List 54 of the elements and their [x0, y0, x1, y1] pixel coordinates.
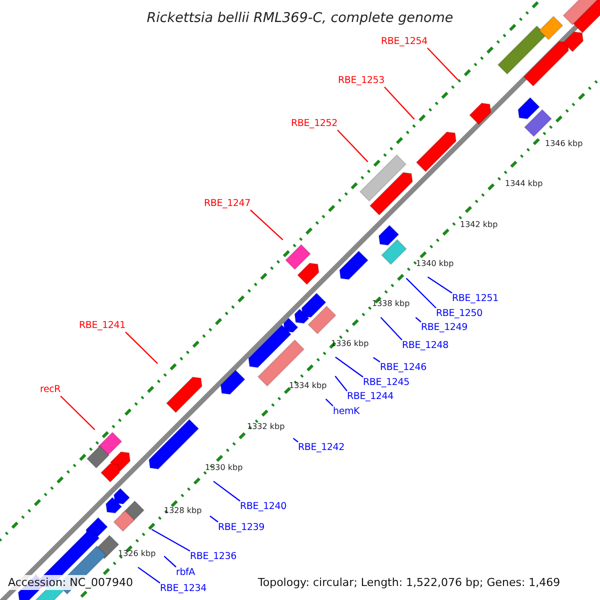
- position-label: 1342 kbp: [460, 220, 498, 230]
- leader-line: [125, 332, 158, 364]
- gene-label: RBE_1247: [204, 198, 250, 210]
- leader-line: [337, 130, 368, 162]
- gene-label: RBE_1250: [436, 308, 482, 320]
- gene-label: RBE_1254: [381, 36, 428, 48]
- leader-line: [406, 278, 436, 308]
- leader-line: [384, 86, 415, 120]
- genome-summary: Topology: circular; Length: 1,522,076 bp; Genes: 1,469: [258, 575, 560, 590]
- accession-label: Accession: NC_007940: [8, 575, 134, 590]
- leader-line: [292, 438, 298, 442]
- gene-label: RBE_1239: [218, 522, 264, 534]
- leader-line: [213, 480, 240, 502]
- gene-label: RBE_1246: [380, 362, 426, 374]
- gene-label: RBE_1253: [338, 75, 384, 87]
- gene-label: recR: [40, 384, 61, 396]
- gene-label: hemK: [333, 406, 360, 418]
- position-label: 1334 kbp: [289, 381, 327, 391]
- leader-line: [325, 398, 334, 406]
- position-label: 1338 kbp: [372, 299, 410, 309]
- gene-label: RBE_1245: [363, 377, 410, 389]
- leader-line: [60, 396, 96, 430]
- leader-line: [334, 376, 348, 392]
- position-label: 1344 kbp: [505, 179, 543, 189]
- leader-line: [415, 316, 422, 322]
- position-label: 1346 kbp: [545, 139, 583, 149]
- leader-line: [210, 516, 218, 522]
- position-label: 1328 kbp: [164, 506, 202, 516]
- leader-line: [250, 210, 284, 240]
- gene-label: RBE_1251: [452, 293, 498, 305]
- map-title: Rickettsia bellii RML369-C, complete genome: [146, 10, 454, 26]
- position-label: 1332 kbp: [247, 422, 285, 432]
- leader-line: [427, 48, 458, 80]
- leader-line: [164, 556, 176, 568]
- leader-line: [373, 357, 380, 362]
- position-label: 1326 kbp: [118, 549, 156, 559]
- position-label: 1336 kbp: [331, 339, 369, 349]
- leader-line: [335, 356, 364, 378]
- gene-label: RBE_1244: [347, 391, 394, 403]
- gene-label: RBE_1241: [79, 320, 126, 332]
- leader-line: [427, 276, 452, 294]
- gene-label: rbfA: [176, 567, 195, 579]
- position-label: 1340 kbp: [416, 259, 454, 269]
- position-label: 1330 kbp: [205, 463, 243, 473]
- gene-label: RBE_1249: [421, 322, 468, 334]
- leader-line: [138, 566, 160, 584]
- gene-label: RBE_1240: [240, 501, 286, 513]
- gene-label: RBE_1242: [298, 442, 344, 454]
- gene-label: RBE_1248: [402, 340, 448, 352]
- gene-label: RBE_1252: [291, 118, 338, 130]
- leader-line: [380, 316, 402, 340]
- gene-label: RBE_1236: [190, 551, 236, 563]
- gene-label: RBE_1234: [160, 583, 206, 595]
- leader-line: [151, 528, 190, 552]
